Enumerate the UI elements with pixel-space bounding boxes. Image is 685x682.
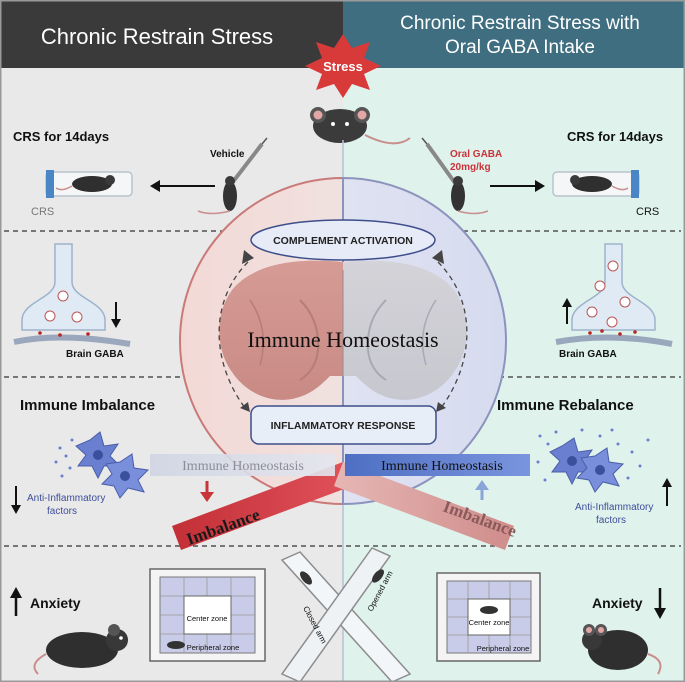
right-brain-gaba-label: Brain GABA [559,349,617,360]
left-factors-line2: factors [47,506,77,517]
left-restraint-tube-icon [45,170,133,198]
inflammatory-response-label: INFLAMMATORY RESPONSE [271,420,416,432]
right-cycle-arrow [437,261,468,409]
left-homeostasis-label: Immune Homeostasis [182,459,304,474]
left-gaba-down-arrow-icon [111,302,121,328]
left-center-zone-label: Center zone [187,614,228,623]
left-anxiety-label: Anxiety [30,595,81,611]
left-arrow-icon [150,180,215,192]
right-up-arrow-icon [475,480,489,500]
right-anxiety-label: Anxiety [592,595,643,611]
right-peripheral-zone-label: Peripheral zone [477,644,530,653]
complement-activation-ellipse [250,219,436,261]
right-header-bar [343,0,685,68]
left-immune-cells-icon [54,431,150,499]
left-crs-title: CRS for 14days [13,129,109,144]
immune-imbalance-title: Immune Imbalance [20,397,155,414]
left-header-bar [0,0,343,68]
right-synapse-icon [555,243,673,347]
left-cycle-arrowhead-top [242,250,254,264]
right-crs-title: CRS for 14days [567,129,663,144]
right-calm-mouse-icon [582,624,662,675]
right-header-title-line1: Chronic Restrain Stress with [400,13,640,34]
stress-star-icon [305,34,381,98]
right-cycle-arrowhead-top [432,250,444,264]
left-cycle-arrowhead-bottom [240,402,250,412]
right-crs-tube-label: CRS [636,206,659,218]
oral-gaba-label-line1: Oral GABA [450,149,502,160]
central-mouse-icon [310,107,411,145]
right-center-zone-label: Center zone [469,618,510,627]
left-peripheral-zone-label: Peripheral zone [187,643,240,652]
right-homeostasis-label: Immune Homeostasis [381,459,503,474]
right-factors-line1: Anti-Inflammatory [575,502,653,513]
right-gaba-up-arrow-icon [562,298,572,324]
left-held-mouse-icon [197,176,237,215]
left-factors-down-arrow-icon [11,486,21,514]
right-cycle-arrowhead-bottom [436,402,446,412]
left-anxiety-up-arrow-icon [10,587,22,616]
right-restraint-tube-icon [552,170,640,198]
right-anxiety-down-arrow-icon [654,588,666,619]
vehicle-label: Vehicle [210,149,245,160]
right-imbalance-bar [334,462,514,550]
stress-label: Stress [323,59,363,74]
right-immune-cells-icon [536,428,650,493]
right-arrow-icon [490,180,545,192]
left-header-title: Chronic Restrain Stress [41,24,273,49]
right-factors-line2: factors [596,515,626,526]
left-homeostasis-box [150,454,335,476]
oral-gaba-label-line2: 20mg/kg [450,162,491,173]
right-held-mouse-icon [451,176,489,215]
left-cycle-arrow [218,261,249,409]
immune-rebalance-title: Immune Rebalance [497,397,634,414]
right-homeostasis-box [345,454,530,476]
inflammatory-response-box [250,405,437,445]
left-factors-line1: Anti-Inflammatory [27,493,105,504]
brain-section-icon [219,260,467,400]
left-open-field-box [149,568,266,662]
left-brain-gaba-label: Brain GABA [66,349,124,360]
left-down-arrow-icon [200,481,214,502]
left-synapse-icon [13,243,131,347]
right-factors-up-arrow-icon [662,478,672,506]
left-anxious-mouse-icon [33,624,128,675]
complement-activation-label: COMPLEMENT ACTIVATION [273,235,413,247]
vehicle-syringe-icon [230,137,268,185]
right-header-title-line2: Oral GABA Intake [445,37,595,58]
left-imbalance-bar [172,462,352,550]
left-crs-tube-label: CRS [31,206,54,218]
center-homeostasis-label: Immune Homeostasis [247,327,438,352]
gaba-syringe-icon [421,137,457,185]
right-open-field-box [436,572,541,662]
elevated-plus-maze-icon [280,547,412,682]
